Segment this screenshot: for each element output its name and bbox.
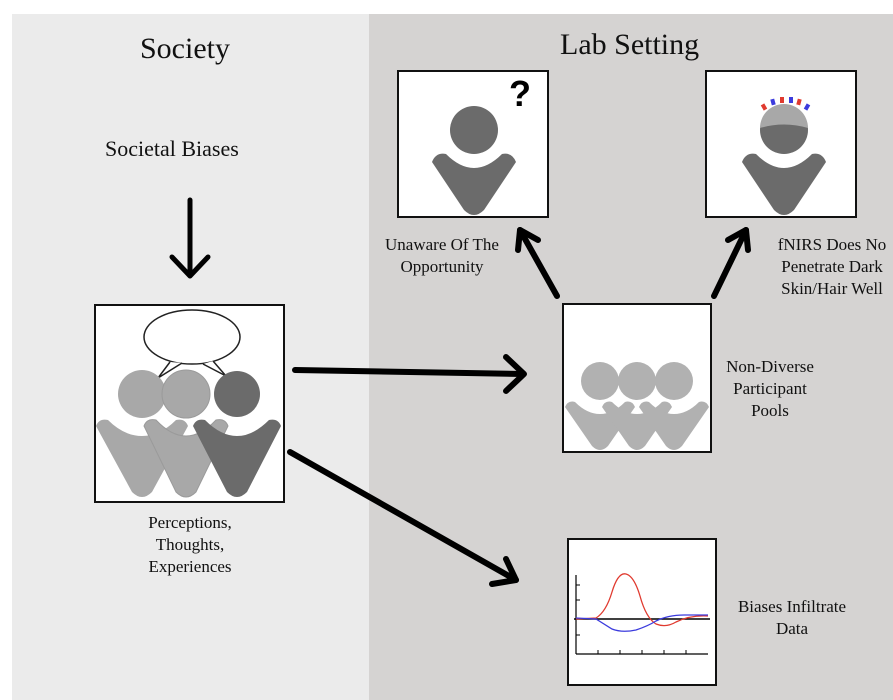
data-plot-box xyxy=(567,538,717,686)
societal-biases-label: Societal Biases xyxy=(105,136,239,161)
right-arrow xyxy=(292,354,527,394)
data-label: Biases Infiltrate Data xyxy=(722,596,862,640)
diagonal-arrow xyxy=(287,449,519,587)
data-line-2: Data xyxy=(775,619,809,638)
blue-signal-line xyxy=(575,614,708,632)
unaware-line-2: Opportunity xyxy=(400,257,484,276)
pool-people-icon xyxy=(565,362,709,450)
pools-line-1: Non-Diverse xyxy=(726,357,814,376)
pools-line-2: Participant xyxy=(733,379,807,398)
unaware-label: Unaware Of The Opportunity xyxy=(362,234,522,278)
red-signal-line xyxy=(575,573,709,627)
unaware-person-icon xyxy=(432,106,516,215)
perceptions-line-1: Perceptions, xyxy=(148,513,232,532)
question-mark-icon: ? xyxy=(509,73,531,114)
thought-bubble xyxy=(143,309,241,379)
unaware-line-1: Unaware Of The xyxy=(385,235,499,254)
up-right-arrow xyxy=(711,227,751,299)
perceptions-line-3: Experiences xyxy=(148,557,232,576)
pools-label: Non-Diverse Participant Pools xyxy=(715,356,825,422)
fnirs-person-icon xyxy=(742,104,826,215)
fnirs-label: fNIRS Does No Penetrate Dark Skin/Hair W… xyxy=(757,234,893,300)
data-line-1: Biases Infiltrate xyxy=(737,597,847,616)
down-arrow xyxy=(169,197,211,279)
group-person-right-icon xyxy=(193,371,281,497)
up-left-arrow xyxy=(515,227,560,299)
fnirs-line-3: Skin/Hair Well xyxy=(781,279,883,298)
plot-ticks xyxy=(576,584,687,654)
signal-plot xyxy=(574,573,710,655)
fnirs-line-2: Penetrate Dark xyxy=(781,257,883,276)
perceptions-label: Perceptions, Thoughts, Experiences xyxy=(80,512,300,578)
perceptions-line-2: Thoughts, xyxy=(155,535,225,554)
society-title: Society xyxy=(140,32,230,65)
lab-setting-title: Lab Setting xyxy=(560,28,700,61)
fnirs-line-1: fNIRS Does No xyxy=(777,235,887,254)
pools-line-3: Pools xyxy=(751,401,789,420)
fnirs-sensor-icon xyxy=(760,97,811,111)
